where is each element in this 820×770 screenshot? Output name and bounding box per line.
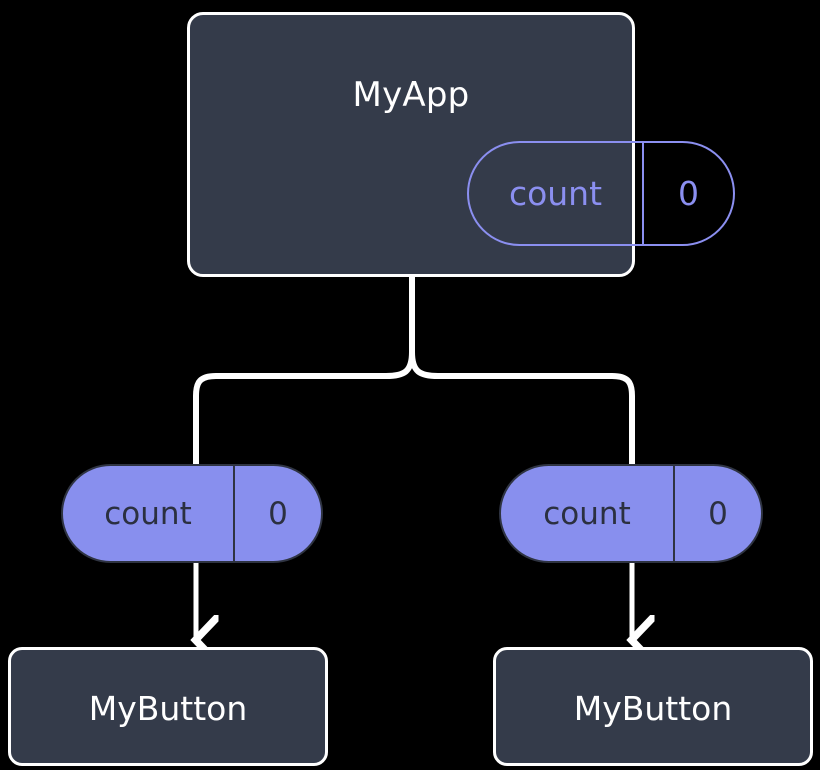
prop-pill-count-right[interactable]: count 0 xyxy=(499,464,763,563)
state-pill-count[interactable]: count 0 xyxy=(467,141,735,246)
connector-fork-left xyxy=(193,351,415,464)
prop-pill-value-right: 0 xyxy=(673,466,761,561)
component-title-mybutton-right: MyButton xyxy=(573,689,733,728)
component-card-myapp[interactable]: MyApp count 0 xyxy=(187,12,735,277)
prop-pill-key-left: count xyxy=(104,495,192,532)
prop-pill-value-left: 0 xyxy=(233,466,321,561)
component-title-myapp: MyApp xyxy=(352,75,470,115)
component-title-mybutton-left: MyButton xyxy=(88,689,248,728)
state-pill-key: count xyxy=(508,174,603,213)
state-pill-value: 0 xyxy=(642,143,733,244)
component-card-mybutton-right[interactable]: MyButton xyxy=(493,647,813,766)
connector-fork-right xyxy=(409,351,635,464)
prop-pill-key-right: count xyxy=(543,495,631,532)
component-card-mybutton-left[interactable]: MyButton xyxy=(8,647,328,766)
prop-pill-count-left[interactable]: count 0 xyxy=(61,464,323,563)
